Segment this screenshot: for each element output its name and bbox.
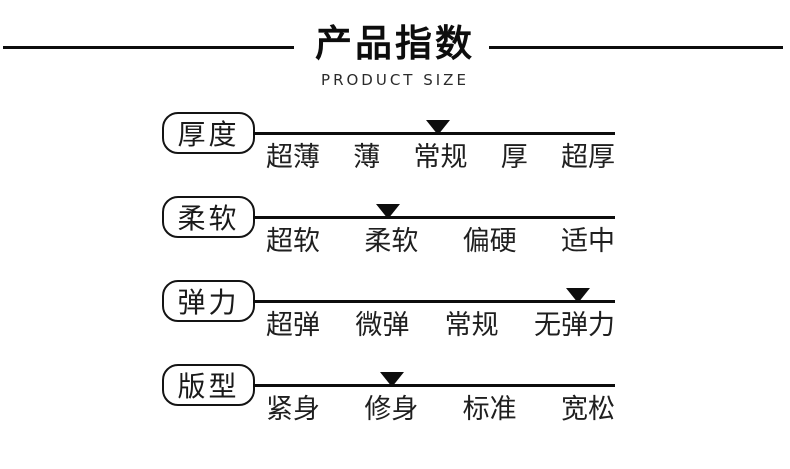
scale-option: 微弹 [355,310,410,341]
title-divider-right [489,46,783,49]
scale-option: 超薄 [266,142,320,173]
marker-triangle-icon [380,372,404,387]
attribute-label-badge: 弹力 [162,280,255,322]
attribute-row: 厚度 超薄 薄 常规 厚 超厚 [0,112,790,196]
attribute-label-badge: 版型 [162,364,255,406]
scale-option: 薄 [353,142,381,173]
scale-options: 紧身 修身 标准 宽松 [266,395,615,425]
scale-option: 厚 [500,142,528,173]
title-divider-left [3,46,294,49]
scale-option: 无弹力 [533,310,615,341]
marker-triangle-icon [376,204,401,219]
page-title: 产品指数 [315,22,475,65]
scale-option: 柔软 [364,226,419,257]
attribute-row: 柔软 超软柔软偏硬适中 [0,196,790,280]
attribute-label-badge: 柔软 [162,196,255,238]
attribute-row: 弹力 超弹 微弹 常规 无弹力 [0,280,790,364]
scale-option: 偏硬 [462,226,517,257]
scale-option: 超弹 [266,310,320,341]
scale-options: 超薄 薄 常规 厚 超厚 [266,143,615,173]
scale-option: 超厚 [561,142,615,173]
scale-option: 标准 [462,394,517,425]
attribute-row: 版型 紧身 修身 标准 宽松 [0,364,790,448]
scale-option: 超软 [266,226,320,257]
scale-options: 超弹 微弹 常规 无弹力 [266,311,615,341]
attribute-label-badge: 厚度 [162,112,255,154]
scale-option: 常规 [444,310,499,341]
scale-line [253,216,615,219]
scale-options: 超软 柔软 偏硬 适中 [266,227,615,257]
scale-option: 紧身 [266,394,320,425]
scale-option: 常规 [413,142,468,173]
scale-option: 宽松 [560,394,615,425]
scale-line [253,384,615,387]
scale-option: 适中 [560,226,615,257]
marker-triangle-icon [566,288,591,303]
page-subtitle: PRODUCT SIZE [321,71,469,89]
marker-triangle-icon [425,120,450,135]
scale-line [253,300,615,303]
scale-option: 修身 [364,394,419,425]
